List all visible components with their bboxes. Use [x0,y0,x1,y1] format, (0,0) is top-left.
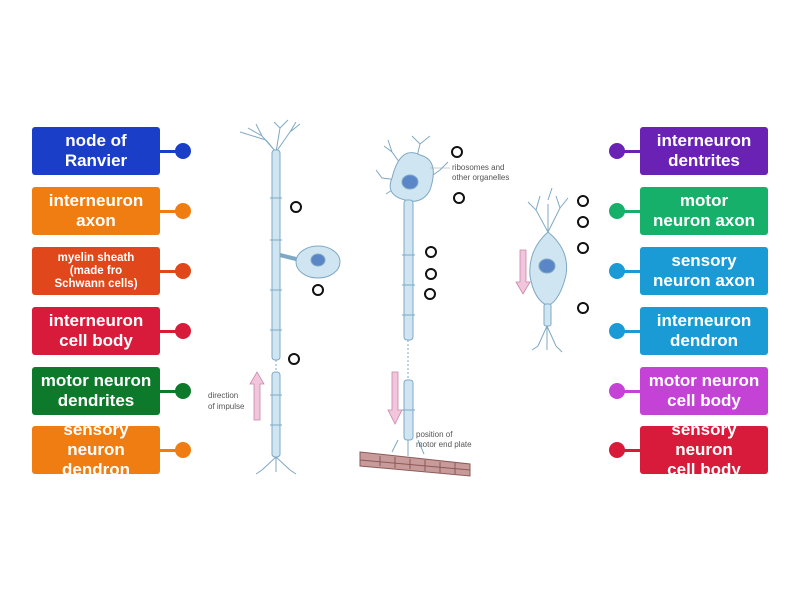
label-anchor-dot[interactable] [175,263,191,279]
direction-arrow [249,371,265,421]
label-line: sensory [671,251,737,270]
label-line: (made fro [69,264,123,277]
hotspot-1[interactable] [290,201,302,213]
label-anchor-dot[interactable] [609,143,625,159]
label-connector [616,330,640,333]
label-line: interneuron [656,311,752,330]
label-connector [160,330,184,333]
label-line: motor neuron [40,371,152,390]
ribosomes-label-2: other organelles [452,173,509,182]
sensory-neuron-drawing [239,119,341,475]
label-anchor-dot[interactable] [175,143,191,159]
label-connector [160,270,184,273]
label-anchor-dot[interactable] [175,203,191,219]
interneuron-direction-arrow [515,249,531,295]
motor-direction-arrow [387,371,403,425]
endplate-label-1: position of [416,430,453,439]
label-line: motor neuron [648,371,760,390]
label-connector [616,210,640,213]
label-line: interneuron [656,131,752,150]
label-line: motor [679,191,729,210]
hotspot-7[interactable] [425,268,437,280]
label-anchor-dot[interactable] [175,383,191,399]
direction-label-1: direction [208,391,238,400]
label-line: dendron [669,331,738,350]
label-line: cell body [667,460,741,479]
label-anchor-dot[interactable] [609,323,625,339]
motor-neuron-drawing [375,135,449,441]
label-line: Ranvier [64,151,128,170]
label-line: node of [65,131,127,150]
label-anchor-dot[interactable] [175,323,191,339]
hotspot-2[interactable] [312,284,324,296]
hotspot-11[interactable] [577,242,589,254]
label-line: Schwann cells) [54,277,138,290]
label-line: sensory neuron [63,420,129,459]
label-anchor-dot[interactable] [609,263,625,279]
label-line: cell body [59,331,133,350]
label-anchor-dot[interactable] [609,383,625,399]
label-line: interneuron [48,191,144,210]
direction-label-2: of impulse [208,402,245,411]
label-connector [616,449,640,452]
label-line: myelin sheath [57,251,135,264]
interneuron-drawing [527,187,569,353]
label-line: dendrites [57,391,135,410]
label-connector [160,449,184,452]
label-connector [616,390,640,393]
label-line: axon [76,211,116,230]
label-connector [160,210,184,213]
label-anchor-dot[interactable] [609,203,625,219]
hotspot-10[interactable] [577,216,589,228]
hotspot-6[interactable] [425,246,437,258]
endplate-label-2: motor end plate [416,440,472,449]
hotspot-9[interactable] [577,195,589,207]
hotspot-8[interactable] [424,288,436,300]
label-line: neuron axon [652,271,755,290]
label-line: dentrites [668,151,740,170]
label-line: interneuron [48,311,144,330]
label-line: cell body [667,391,741,410]
label-line: sensory neuron [671,420,737,459]
label-line: neuron axon [652,211,755,230]
hotspot-5[interactable] [453,192,465,204]
label-anchor-dot[interactable] [609,442,625,458]
hotspot-3[interactable] [288,353,300,365]
muscle-fibres [359,439,471,477]
label-line: dendron [62,460,130,479]
label-connector [616,270,640,273]
ribosomes-label-1: ribosomes and [452,163,504,172]
label-connector [160,150,184,153]
label-anchor-dot[interactable] [175,442,191,458]
hotspot-4[interactable] [451,146,463,158]
hotspot-12[interactable] [577,302,589,314]
label-connector [616,150,640,153]
label-connector [160,390,184,393]
